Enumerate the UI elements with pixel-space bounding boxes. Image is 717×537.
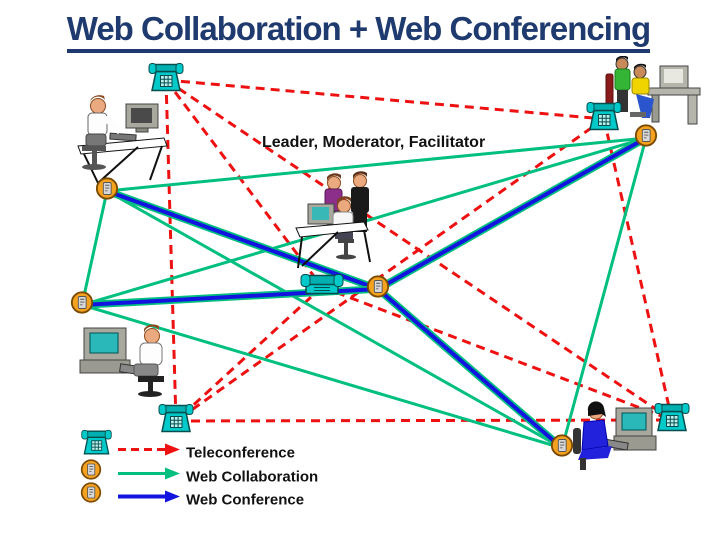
hub-bottom-right-icon bbox=[550, 434, 574, 463]
hub-center-icon bbox=[366, 275, 390, 304]
person-at-desk-top-left bbox=[68, 90, 173, 190]
conference-line-hub-center-hub-upper-left bbox=[106, 189, 379, 291]
leader-group-clipart bbox=[278, 170, 418, 279]
legend-label-web-conference: Web Conference bbox=[186, 491, 305, 508]
conference-line-hub-center-hub-right bbox=[377, 136, 647, 291]
phone-center-icon bbox=[300, 274, 344, 301]
hub-mid-left-icon bbox=[70, 291, 94, 320]
woman-at-computer-bottom-right bbox=[568, 398, 666, 487]
collaboration-line-hub-upper-left-hub-bottom-right bbox=[106, 189, 563, 450]
hub-icon bbox=[80, 458, 102, 485]
teleconference-line-phone-top-left-phone-right bbox=[165, 78, 605, 121]
phone-icon bbox=[80, 430, 113, 461]
teleconference-line-phone-top-left-phone-center bbox=[164, 79, 324, 288]
legend-label-teleconference: Teleconference bbox=[186, 444, 295, 461]
collaboration-line-hub-right-hub-bottom-right bbox=[560, 137, 648, 449]
page-title: Web Collaboration + Web Conferencing bbox=[0, 10, 717, 53]
person-at-workstation-bottom-left bbox=[76, 322, 188, 405]
collaboration-line-hub-mid-left-hub-bottom-right bbox=[81, 303, 563, 450]
web-conference-arrow-icon bbox=[116, 489, 182, 508]
conference-line-hub-center-hub-bottom-right bbox=[376, 287, 564, 450]
phone-bottom-right-icon bbox=[653, 403, 691, 438]
collaboration-line-hub-upper-left-hub-right bbox=[106, 136, 647, 193]
page-title-text: Web Collaboration + Web Conferencing bbox=[66, 10, 651, 53]
collaboration-line-hub-upper-left-hub-mid-left bbox=[80, 190, 109, 306]
phone-top-left-icon bbox=[147, 63, 185, 98]
hub-upper-left-icon bbox=[95, 177, 119, 206]
teleconference-arrow-icon bbox=[116, 442, 182, 461]
teleconference-line-phone-center-phone-bottom-left bbox=[174, 285, 324, 423]
teleconference-line-phone-right-phone-bottom-left bbox=[175, 117, 605, 423]
hub-right-icon bbox=[634, 124, 658, 153]
teleconference-line-phone-center-phone-bottom-right bbox=[321, 285, 673, 422]
teleconference-line-phone-right-phone-bottom-right bbox=[602, 118, 674, 421]
teleconference-line-phone-bottom-left-phone-bottom-right bbox=[175, 418, 673, 423]
leader-label: Leader, Moderator, Facilitator bbox=[262, 134, 486, 151]
teleconference-line-phone-top-left-phone-bottom-left bbox=[164, 79, 178, 422]
hub-icon bbox=[80, 481, 102, 508]
web-collaboration-arrow-icon bbox=[116, 466, 182, 485]
pair-at-desk-top-right bbox=[604, 55, 704, 137]
phone-bottom-left-icon bbox=[157, 404, 195, 439]
phone-right-icon bbox=[585, 102, 623, 137]
legend-label-web-collaboration: Web Collaboration bbox=[186, 468, 319, 485]
